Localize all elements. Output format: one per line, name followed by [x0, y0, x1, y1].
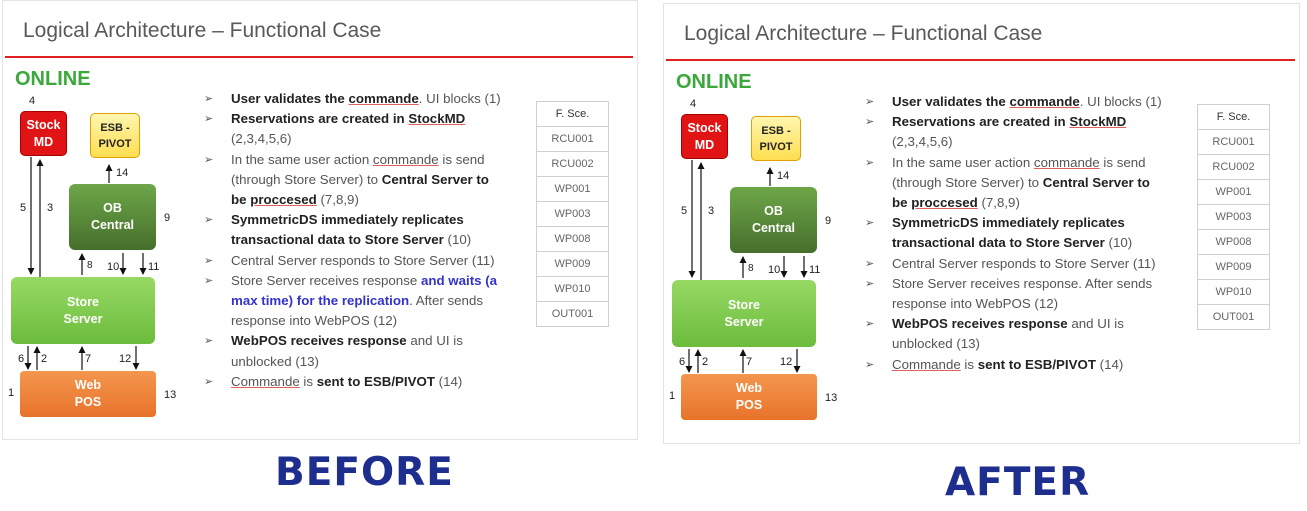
- service-table: F. Sce. RCU001 RCU002 WP001 WP003 WP008 …: [1197, 104, 1270, 330]
- list-item: Commande is sent to ESB/PIVOT (14): [865, 355, 1165, 375]
- service-table: F. Sce. RCU001 RCU002 WP001 WP003 WP008 …: [536, 101, 609, 327]
- steps-list: User validates the commande. UI blocks (…: [865, 92, 1165, 375]
- step-label-13: 13: [825, 392, 838, 404]
- list-item: Reservations are created in StockMD (2,3…: [865, 112, 1165, 152]
- step-label-8: 8: [87, 260, 93, 271]
- table-cell: RCU001: [536, 126, 609, 152]
- list-item: User validates the commande. UI blocks (…: [204, 89, 504, 109]
- online-heading: ONLINE: [676, 71, 752, 93]
- step-label-6: 6: [18, 353, 25, 365]
- steps-list: User validates the commande. UI blocks (…: [204, 89, 504, 392]
- list-item: In the same user action commande is send…: [204, 150, 504, 211]
- step-label-13: 13: [164, 389, 177, 401]
- list-item: Central Server responds to Store Server …: [865, 254, 1165, 274]
- list-item: Central Server responds to Store Server …: [204, 251, 504, 271]
- list-item: Reservations are created in StockMD (2,3…: [204, 109, 504, 149]
- step-label-14: 14: [116, 167, 129, 179]
- step-label-3: 3: [47, 202, 54, 214]
- step-label-5: 5: [20, 202, 27, 214]
- slide-title: Logical Architecture – Functional Case: [684, 22, 1043, 45]
- list-item: User validates the commande. UI blocks (…: [865, 92, 1165, 112]
- step-label-5: 5: [681, 205, 688, 217]
- list-item: SymmetricDS immediately replicates trans…: [865, 213, 1165, 253]
- step-label-1: 1: [669, 390, 676, 402]
- step-label-10: 10: [107, 261, 120, 273]
- table-cell: RCU001: [1197, 129, 1270, 155]
- table-header: F. Sce.: [1197, 104, 1270, 130]
- esb-pivot-node: ESB -PIVOT: [751, 116, 801, 161]
- list-item: Store Server receives response and waits…: [204, 271, 504, 332]
- before-caption: BEFORE: [275, 450, 454, 495]
- slide-after: Logical Architecture – Functional Case O…: [663, 3, 1300, 444]
- esb-pivot-node: ESB -PIVOT: [90, 113, 140, 158]
- slide-before: Logical Architecture – Functional Case O…: [2, 0, 638, 440]
- table-cell: WP001: [536, 176, 609, 202]
- step-label-7: 7: [746, 356, 753, 368]
- step-label-6: 6: [679, 356, 686, 368]
- table-cell: WP008: [536, 226, 609, 252]
- table-cell: WP009: [536, 251, 609, 277]
- step-label-7: 7: [85, 353, 92, 365]
- slide-title: Logical Architecture – Functional Case: [23, 19, 382, 42]
- table-header: F. Sce.: [536, 101, 609, 127]
- flow-arrows: [24, 157, 147, 370]
- table-cell: RCU002: [536, 151, 609, 177]
- table-cell: WP001: [1197, 179, 1270, 205]
- table-cell: RCU002: [1197, 154, 1270, 180]
- step-label-14: 14: [777, 170, 790, 182]
- table-cell: WP003: [536, 201, 609, 227]
- step-label-10: 10: [768, 264, 781, 276]
- flow-arrows: [685, 160, 808, 373]
- list-item: SymmetricDS immediately replicates trans…: [204, 210, 504, 250]
- online-heading: ONLINE: [15, 68, 91, 90]
- step-label-1: 1: [8, 387, 15, 399]
- step-label-9: 9: [825, 215, 832, 227]
- list-item: In the same user action commande is send…: [865, 153, 1165, 214]
- title-divider: [5, 56, 633, 58]
- list-item: WebPOS receives response and UI is unblo…: [865, 314, 1165, 354]
- step-label-12: 12: [780, 356, 793, 368]
- step-label-11: 11: [148, 261, 160, 273]
- step-label-8: 8: [748, 263, 754, 274]
- step-label-3: 3: [708, 205, 715, 217]
- table-cell: WP010: [1197, 279, 1270, 305]
- table-cell: OUT001: [1197, 304, 1270, 330]
- step-label-11: 11: [809, 264, 821, 276]
- table-cell: WP008: [1197, 229, 1270, 255]
- after-caption: AFTER: [945, 460, 1091, 505]
- step-label-4: 4: [29, 95, 36, 107]
- step-label-2: 2: [41, 353, 48, 365]
- step-label-12: 12: [119, 353, 132, 365]
- title-divider: [666, 59, 1295, 61]
- step-label-2: 2: [702, 356, 709, 368]
- list-item: Commande is sent to ESB/PIVOT (14): [204, 372, 504, 392]
- table-cell: OUT001: [536, 301, 609, 327]
- table-cell: WP009: [1197, 254, 1270, 280]
- step-label-4: 4: [690, 98, 697, 110]
- list-item: WebPOS receives response and UI is unblo…: [204, 331, 504, 371]
- step-label-9: 9: [164, 212, 171, 224]
- list-item: Store Server receives response. After se…: [865, 274, 1165, 314]
- table-cell: WP010: [536, 276, 609, 302]
- table-cell: WP003: [1197, 204, 1270, 230]
